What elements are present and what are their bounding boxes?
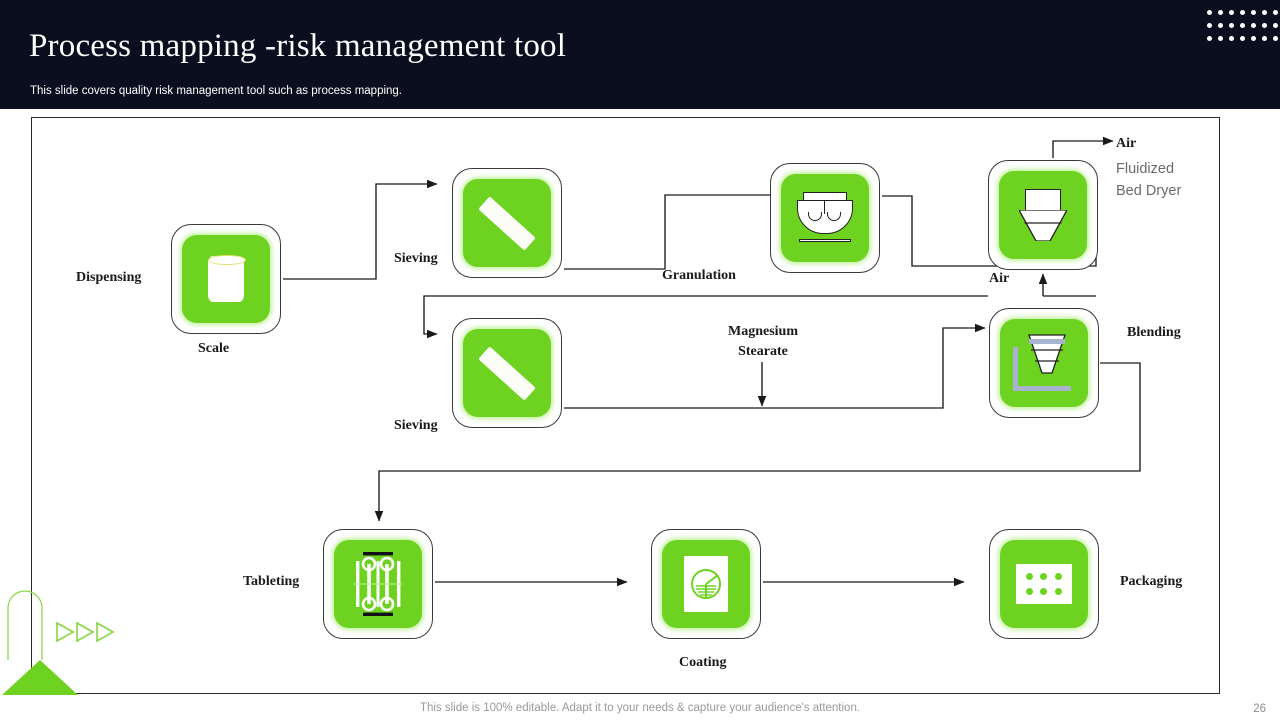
label-magnesium-line2: Stearate — [738, 344, 788, 359]
label-sieving-bottom: Sieving — [394, 418, 438, 433]
footer-note: This slide is 100% editable. Adapt it to… — [419, 702, 861, 714]
label-scale: Scale — [198, 341, 230, 356]
label-air-bottom: Air — [989, 271, 1010, 286]
page-number: 26 — [1253, 703, 1266, 715]
label-blending: Blending — [1127, 325, 1181, 340]
label-packaging: Packaging — [1120, 574, 1183, 589]
label-sieving-top: Sieving — [394, 251, 438, 266]
node-packaging[interactable] — [989, 529, 1099, 639]
hopper-dryer-icon — [1019, 189, 1067, 241]
coating-pan-icon — [684, 556, 728, 612]
node-tableting[interactable] — [323, 529, 433, 639]
label-magnesium-line1: Magnesium — [728, 324, 798, 339]
node-granulation[interactable] — [770, 163, 880, 273]
node-sieving-bottom[interactable] — [452, 318, 562, 428]
node-blending[interactable] — [989, 308, 1099, 418]
node-coating-tile — [662, 540, 750, 628]
mixer-bowl-icon — [797, 192, 853, 244]
label-fluidized-bed-dryer-line1: Fluidized — [1116, 161, 1175, 177]
blister-pack-icon — [1016, 564, 1072, 604]
node-scale-tile — [182, 235, 270, 323]
dot-grid-decoration-icon — [1207, 10, 1280, 49]
cylinder-scale-icon — [208, 255, 246, 302]
label-dispensing: Dispensing — [76, 270, 142, 285]
label-coating: Coating — [679, 655, 727, 670]
tablet-press-icon — [354, 552, 402, 616]
label-tableting: Tableting — [243, 574, 300, 589]
node-coating[interactable] — [651, 529, 761, 639]
node-dryer-tile — [999, 171, 1087, 259]
sieve-bar-icon — [478, 345, 536, 401]
node-packaging-tile — [1000, 540, 1088, 628]
node-sieving-top-tile — [463, 179, 551, 267]
decorative-shapes — [2, 590, 115, 695]
node-tableting-tile — [334, 540, 422, 628]
node-fluidized-bed-dryer[interactable] — [988, 160, 1098, 270]
sieve-bar-icon — [478, 195, 536, 251]
label-air-top: Air — [1116, 136, 1137, 151]
node-blending-tile — [1000, 319, 1088, 407]
node-sieving-top[interactable] — [452, 168, 562, 278]
node-scale[interactable] — [171, 224, 281, 334]
label-fluidized-bed-dryer-line2: Bed Dryer — [1116, 183, 1182, 199]
page-title: Process mapping -risk management tool — [29, 28, 567, 64]
label-granulation: Granulation — [662, 268, 736, 283]
blender-funnel-icon — [1013, 333, 1075, 393]
page-subtitle: This slide covers quality risk managemen… — [30, 85, 403, 97]
node-sieving-bottom-tile — [463, 329, 551, 417]
slide-header: Process mapping -risk management tool Th… — [0, 0, 1280, 109]
node-granulation-tile — [781, 174, 869, 262]
